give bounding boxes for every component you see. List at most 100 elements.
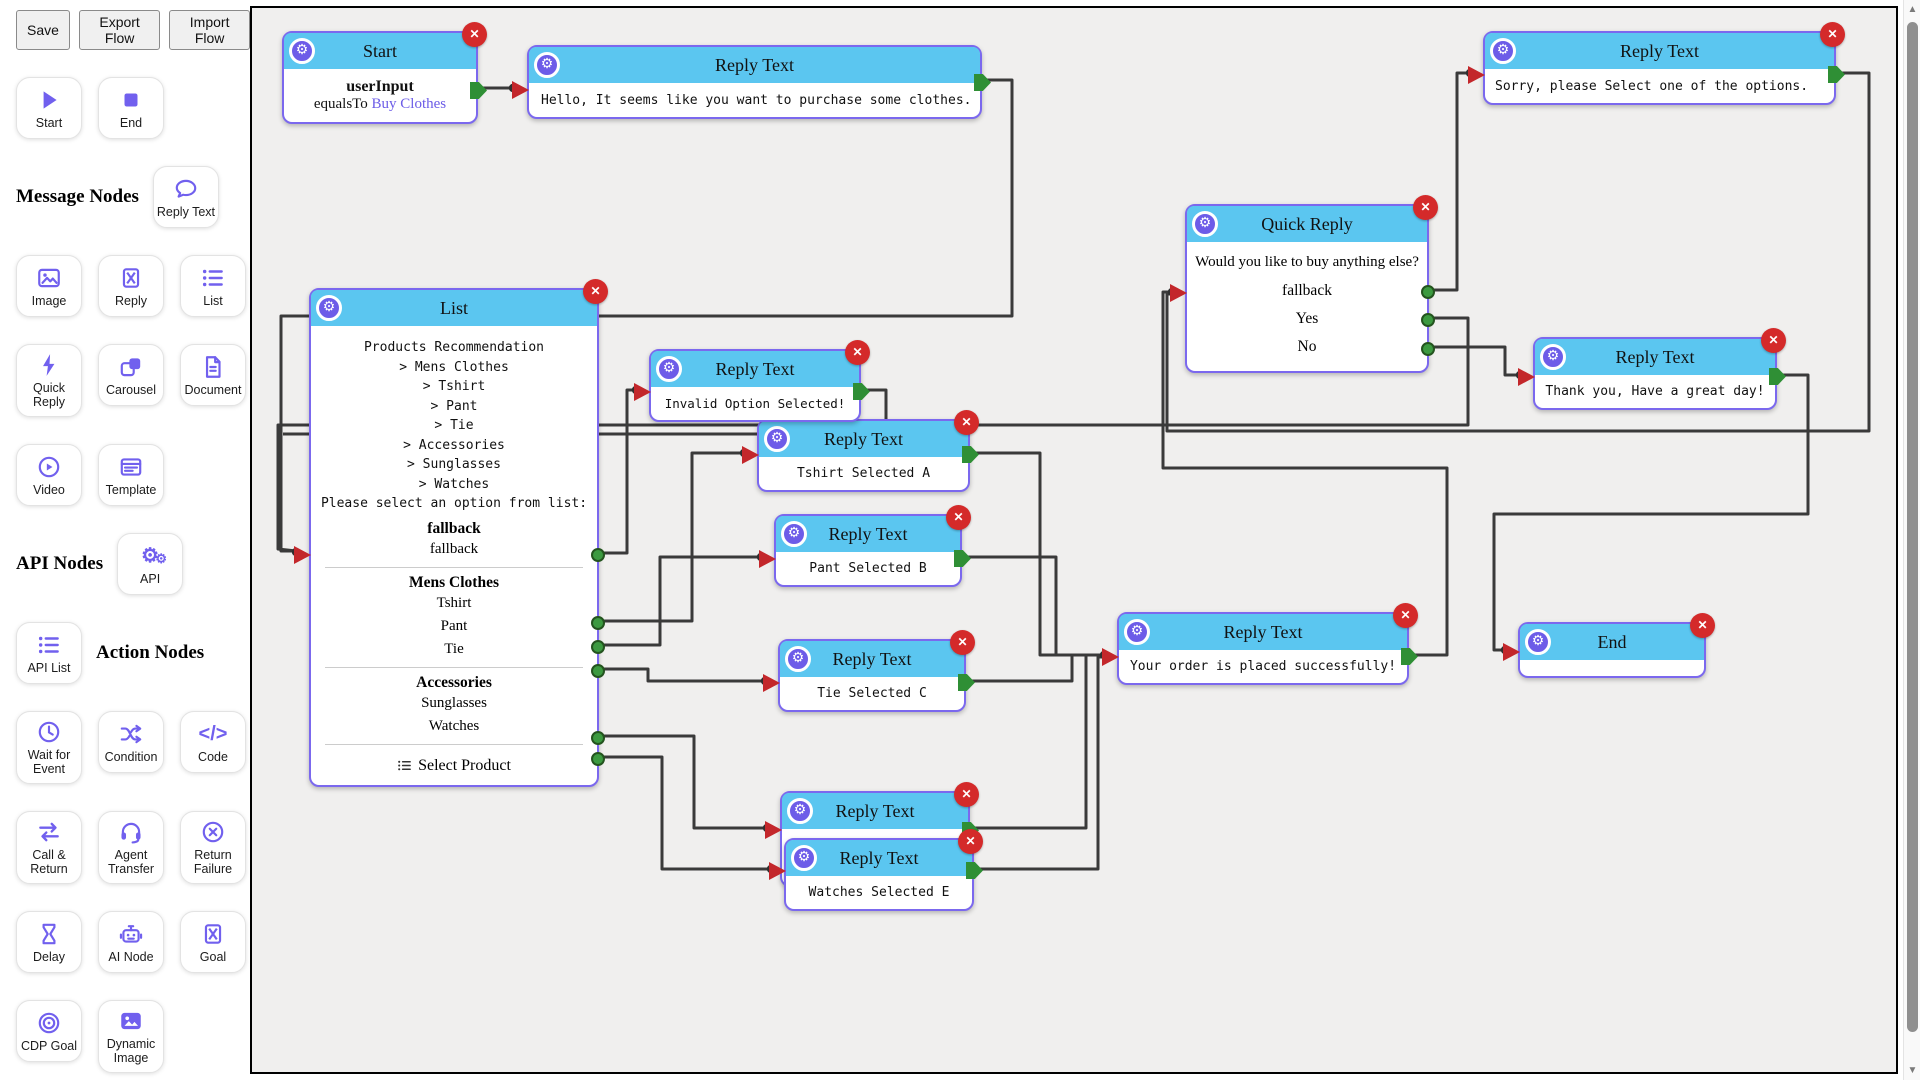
scrollbar-thumb[interactable]	[1907, 22, 1918, 1032]
target-handle[interactable]	[759, 550, 776, 568]
gear-icon[interactable]: ⚙	[289, 38, 315, 64]
palette-carousel[interactable]: Carousel	[98, 344, 164, 406]
palette-start[interactable]: Start	[16, 77, 82, 139]
gear-icon[interactable]: ⚙	[534, 52, 560, 78]
palette-video[interactable]: Video	[16, 444, 82, 506]
source-handle-sunglasses[interactable]	[591, 731, 605, 745]
palette-api[interactable]: ⚙ ⚙ API	[117, 533, 184, 595]
close-icon[interactable]: ✕	[958, 829, 983, 854]
node-reply-tie[interactable]: ⚙ Reply Text ✕ Tie Selected C	[763, 630, 975, 712]
target-handle[interactable]	[512, 81, 529, 99]
source-handle-yes[interactable]	[1421, 313, 1435, 327]
target-handle[interactable]	[1503, 643, 1520, 661]
target-handle[interactable]	[294, 546, 311, 564]
import-flow-button[interactable]: Import Flow	[169, 10, 250, 50]
close-icon[interactable]: ✕	[1393, 603, 1418, 628]
palette-image[interactable]: Image	[16, 255, 82, 317]
node-end[interactable]: ⚙ End ✕	[1503, 613, 1715, 678]
close-icon[interactable]: ✕	[950, 630, 975, 655]
gear-icon[interactable]: ⚙	[1192, 211, 1218, 237]
node-start[interactable]: ⚙ Start ✕ userInput equalsTo Buy Clothes	[282, 22, 487, 124]
gear-icon[interactable]: ⚙	[1124, 619, 1150, 645]
palette-agent-transfer[interactable]: Agent Transfer	[98, 811, 164, 884]
palette-template[interactable]: Template	[98, 444, 164, 506]
target-handle[interactable]	[742, 446, 759, 464]
gear-icon[interactable]: ⚙	[316, 295, 342, 321]
palette-goal[interactable]: Goal	[180, 911, 246, 973]
close-icon[interactable]: ✕	[954, 410, 979, 435]
target-handle[interactable]	[1102, 648, 1119, 666]
node-reply-watches[interactable]: ⚙ Reply Text ✕ Watches Selected E	[769, 829, 983, 911]
close-icon[interactable]: ✕	[946, 505, 971, 530]
source-handle-no[interactable]	[1421, 342, 1435, 356]
target-handle[interactable]	[769, 862, 786, 880]
save-button[interactable]: Save	[16, 10, 70, 50]
list-option[interactable]: fallback	[429, 540, 479, 557]
palette-quick-reply[interactable]: Quick Reply	[16, 344, 82, 417]
node-reply-pant[interactable]: ⚙ Reply Text ✕ Pant Selected B	[759, 505, 971, 587]
source-handle-fallback[interactable]	[591, 548, 605, 562]
source-handle-watches[interactable]	[591, 752, 605, 766]
close-icon[interactable]: ✕	[583, 279, 608, 304]
target-handle[interactable]	[765, 821, 782, 839]
close-icon[interactable]: ✕	[1761, 328, 1786, 353]
quick-reply-option[interactable]: Yes	[1295, 310, 1319, 327]
gear-icon[interactable]: ⚙	[764, 426, 790, 452]
close-icon[interactable]: ✕	[1820, 22, 1845, 47]
palette-list[interactable]: List	[180, 255, 246, 317]
palette-api-list[interactable]: API List	[16, 622, 82, 684]
palette-ai-node[interactable]: AI Node	[98, 911, 164, 973]
target-handle[interactable]	[763, 674, 780, 692]
gear-icon[interactable]: ⚙	[1490, 38, 1516, 64]
target-handle[interactable]	[1170, 284, 1187, 302]
palette-code[interactable]: </> Code	[180, 711, 246, 773]
source-handle-fallback[interactable]	[1421, 285, 1435, 299]
scroll-down-icon[interactable]: ▼	[1907, 1065, 1918, 1076]
node-reply-order[interactable]: ⚙ Reply Text ✕ Your order is placed succ…	[1102, 603, 1418, 685]
gear-icon[interactable]: ⚙	[1540, 344, 1566, 370]
palette-condition[interactable]: Condition	[98, 711, 164, 773]
palette-return-failure[interactable]: Return Failure	[180, 811, 246, 884]
palette-reply-text[interactable]: Reply Text	[152, 166, 219, 228]
palette-reply[interactable]: Reply	[98, 255, 164, 317]
gear-icon[interactable]: ⚙	[787, 798, 813, 824]
node-quick-reply[interactable]: ⚙ Quick Reply ✕ Would you like to buy an…	[1170, 195, 1438, 373]
list-option[interactable]: Pant	[440, 617, 468, 634]
source-handle-pant[interactable]	[591, 640, 605, 654]
quick-reply-option[interactable]: fallback	[1282, 282, 1332, 299]
start-value[interactable]: Buy Clothes	[371, 96, 447, 112]
quick-reply-option[interactable]: No	[1297, 338, 1317, 355]
palette-cdp-goal[interactable]: CDP Goal	[16, 1000, 82, 1062]
palette-call-return[interactable]: Call & Return	[16, 811, 82, 884]
close-icon[interactable]: ✕	[954, 782, 979, 807]
palette-wait-for-event[interactable]: Wait for Event	[16, 711, 82, 784]
gear-icon[interactable]: ⚙	[781, 521, 807, 547]
node-reply-invalid[interactable]: ⚙ Reply Text ✕ Invalid Option Selected!	[634, 340, 870, 422]
close-icon[interactable]: ✕	[1690, 613, 1715, 638]
target-handle[interactable]	[634, 383, 651, 401]
vertical-scrollbar[interactable]: ▲ ▼	[1903, 0, 1920, 1080]
palette-end[interactable]: End	[98, 77, 164, 139]
source-handle-tie[interactable]	[591, 664, 605, 678]
node-list[interactable]: ⚙ List ✕ Products Recommendation > Mens …	[294, 279, 608, 787]
palette-document[interactable]: Document	[180, 344, 246, 406]
node-reply-tshirt[interactable]: ⚙ Reply Text ✕ Tshirt Selected A	[742, 410, 979, 492]
node-reply-thankyou[interactable]: ⚙ Reply Text ✕ Thank you, Have a great d…	[1518, 328, 1786, 410]
scroll-up-icon[interactable]: ▲	[1907, 4, 1918, 15]
list-option[interactable]: Sunglasses	[421, 694, 487, 711]
gear-icon[interactable]: ⚙	[656, 356, 682, 382]
gear-icon[interactable]: ⚙	[1525, 629, 1551, 655]
palette-delay[interactable]: Delay	[16, 911, 82, 973]
list-option[interactable]: Tie	[444, 640, 464, 657]
node-reply-hello[interactable]: ⚙ Reply Text Hello, It seems like you wa…	[512, 45, 991, 119]
gear-icon[interactable]: ⚙	[791, 845, 817, 871]
node-reply-sorry[interactable]: ⚙ Reply Text ✕ Sorry, please Select one …	[1468, 22, 1845, 105]
palette-dynamic-image[interactable]: Dynamic Image	[98, 1000, 164, 1073]
close-icon[interactable]: ✕	[1413, 195, 1438, 220]
export-flow-button[interactable]: Export Flow	[78, 10, 161, 50]
list-option[interactable]: Watches	[428, 717, 480, 734]
list-option[interactable]: Tshirt	[436, 594, 472, 611]
target-handle[interactable]	[1468, 66, 1485, 84]
list-footer[interactable]: Select Product	[315, 751, 593, 779]
target-handle[interactable]	[1518, 368, 1535, 386]
